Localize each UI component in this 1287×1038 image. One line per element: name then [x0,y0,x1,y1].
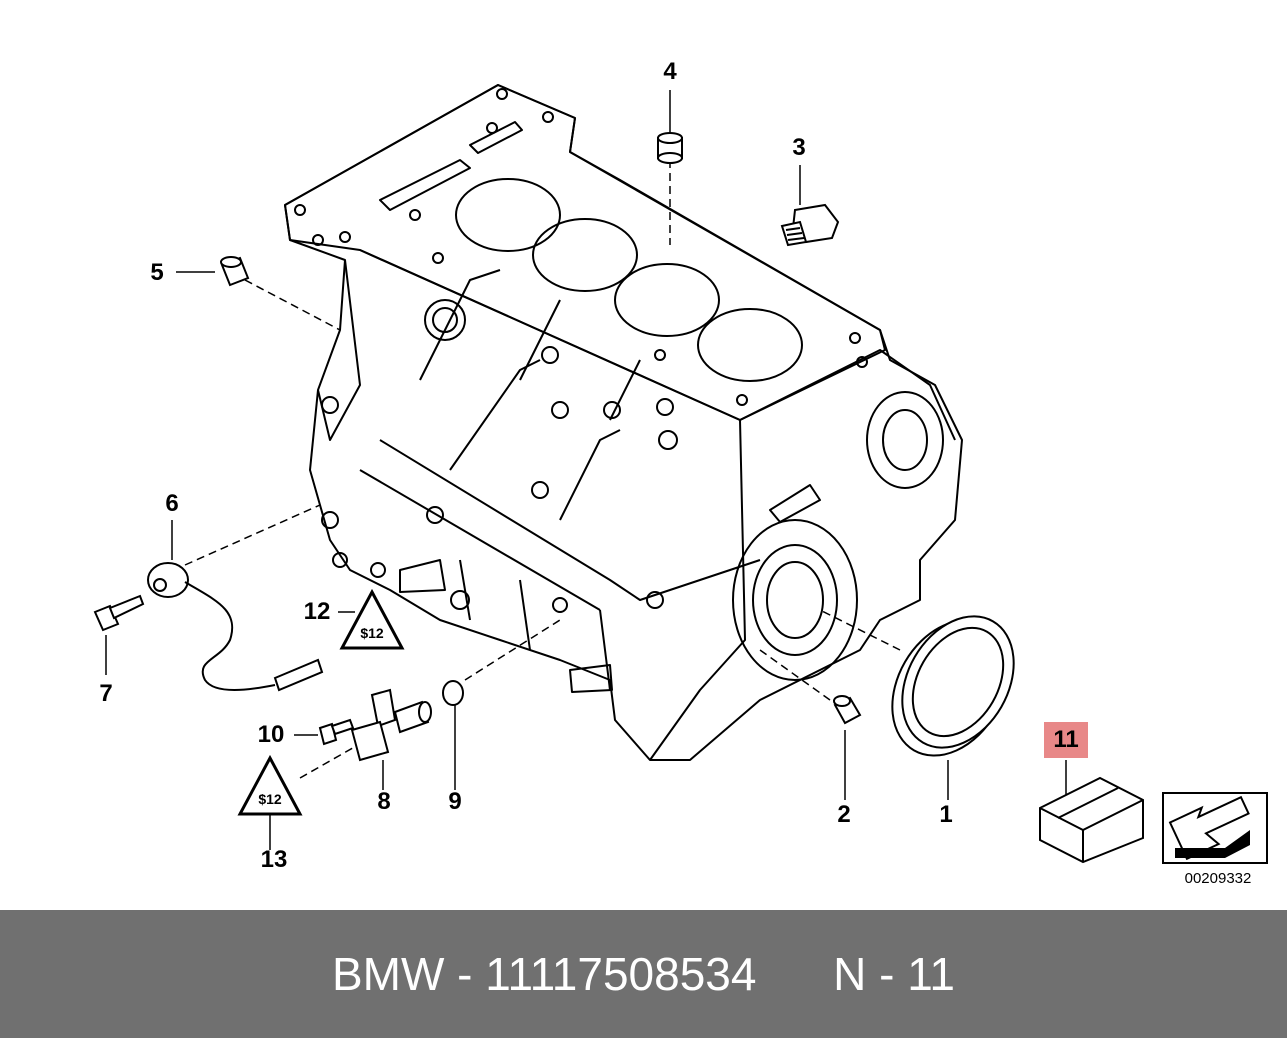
callout-6: 6 [165,490,179,517]
callout-10: 10 [257,721,285,748]
footer-part-number: BMW - 11117508534 [331,948,757,1000]
callout-9: 9 [448,788,462,815]
callout-12: 12 [303,598,331,625]
diagram-id: 00209332 [1184,870,1252,887]
callout-3: 3 [792,134,806,161]
callout-11-highlighted: 11 [1044,722,1088,758]
footer-position: N - 11 [833,948,955,1000]
screw-plug [780,203,840,247]
knock-sensor [147,562,324,692]
small-bolt [318,718,355,746]
callout-4: 4 [663,58,677,85]
leader-lines [105,90,1067,850]
svg-text:$12: $12 [258,791,282,807]
dowel-sleeve-top [657,132,683,164]
engine-block-diagram: $12 $12 [93,84,1268,864]
o-ring [442,680,464,706]
bolt [93,594,145,632]
arrow-icon [1162,792,1268,864]
footer-bar: BMW - 11117508534 N - 11 [0,910,1287,1038]
crankshaft-sensor [350,688,432,762]
svg-text:$12: $12 [360,625,384,641]
footer-spacer [756,948,833,1000]
callout-8: 8 [377,788,391,815]
torque-triangle-icon-13: $12 [237,754,303,816]
callout-2: 2 [837,801,851,828]
dowel-sleeve [833,695,862,725]
parts-box [1039,776,1144,864]
dowel-sleeve-left [220,256,250,287]
footer-caption: BMW - 11117508534 N - 11 [0,910,1287,1038]
callout-7: 7 [99,680,113,707]
engine-block-drawing [284,84,963,761]
torque-triangle-icon: $12 [339,588,405,650]
callout-5: 5 [150,259,164,286]
callout-1: 1 [939,801,953,828]
seal-ring [891,615,1015,757]
callout-13: 13 [260,846,288,873]
